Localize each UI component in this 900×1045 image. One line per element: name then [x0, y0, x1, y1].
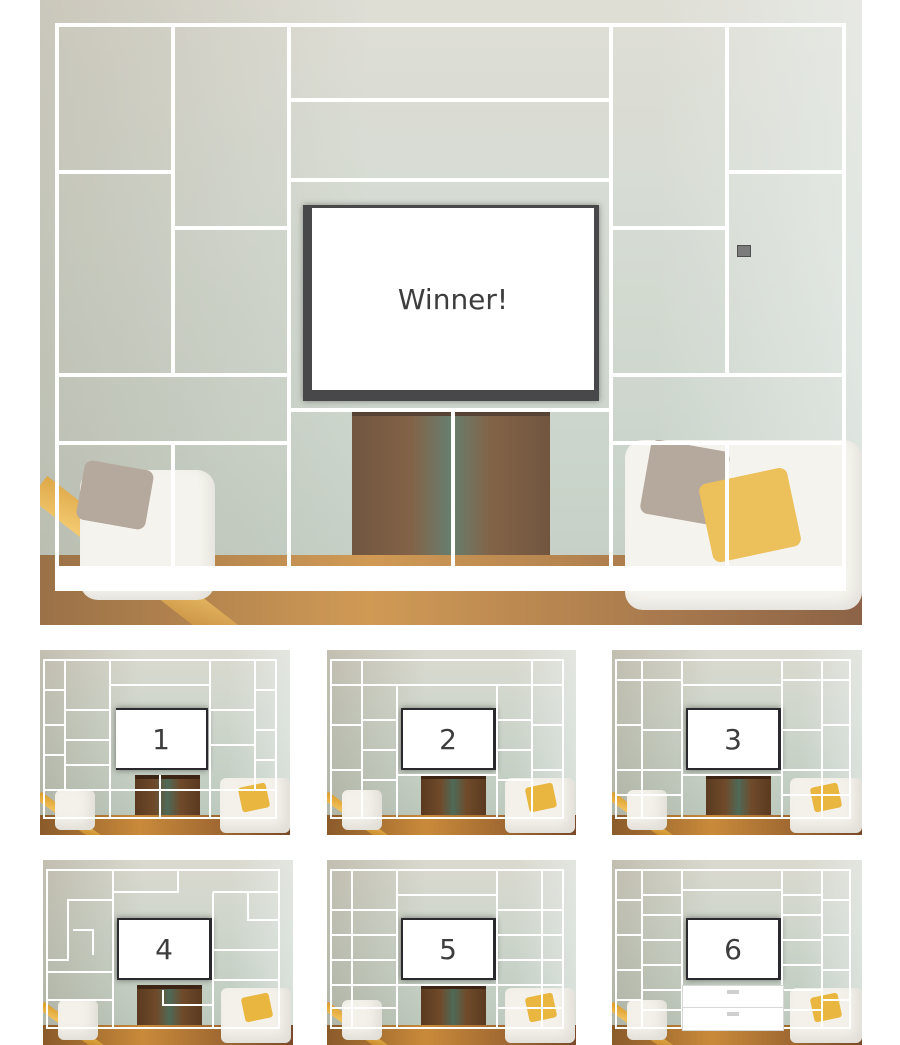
option-3-label: 3 [688, 710, 778, 768]
option-3-photo: 3 [612, 650, 862, 835]
option-2-label: 2 [403, 710, 493, 768]
option-2-photo: 2 [327, 650, 576, 835]
option-1-label: 1 [116, 710, 206, 768]
winner-label: Winner! [312, 208, 594, 390]
option-6-photo: 6 [612, 860, 862, 1045]
option-4-label: 4 [119, 920, 209, 978]
drawer-unit-top [682, 985, 784, 1009]
drawer-unit-bottom [682, 1007, 784, 1031]
option-6-label: 6 [688, 920, 778, 978]
option-1-photo: 1 [40, 650, 290, 835]
winner-photo: Winner! [40, 0, 862, 625]
option-5-photo: 5 [327, 860, 576, 1045]
option-4-photo: 4 [43, 860, 293, 1045]
option-5-label: 5 [403, 920, 493, 978]
